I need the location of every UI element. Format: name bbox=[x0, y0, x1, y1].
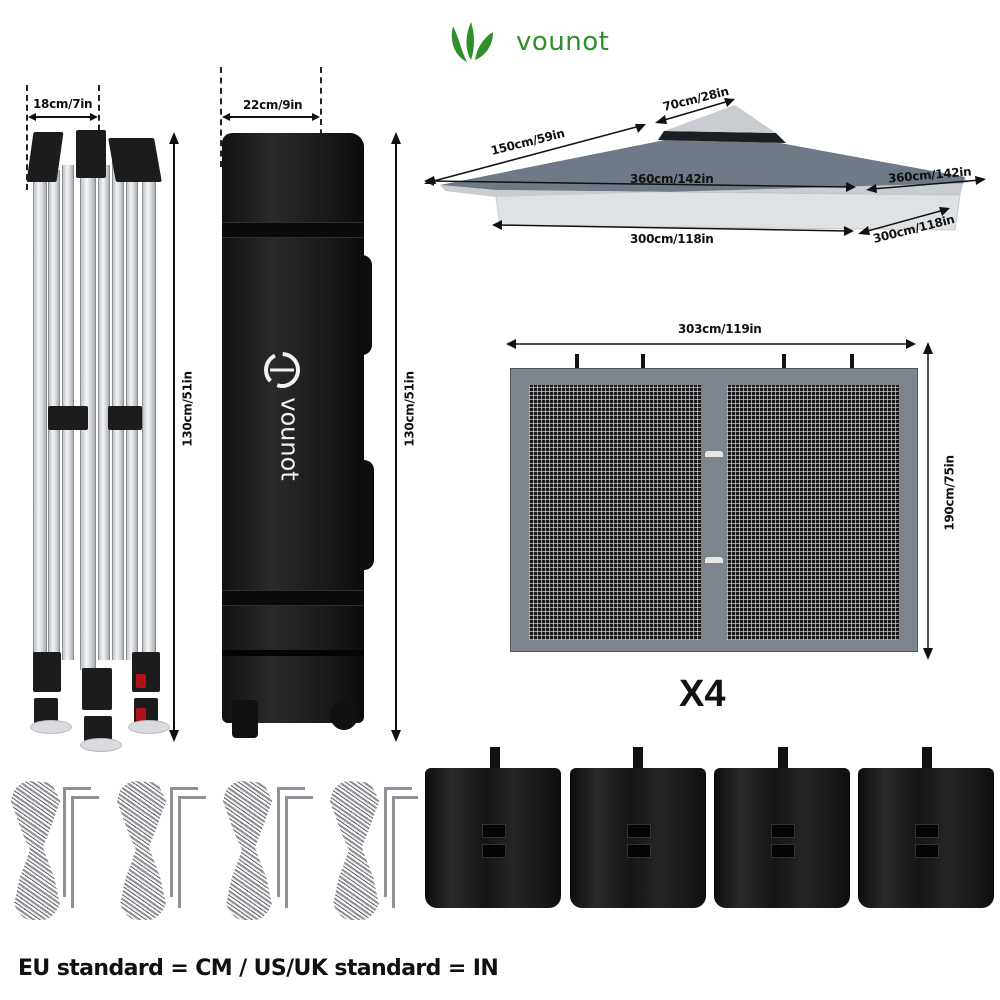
bag-handle[interactable] bbox=[358, 255, 372, 355]
rope-bundle-icon bbox=[116, 780, 170, 920]
top-vent-arrow bbox=[655, 98, 735, 124]
frame-width-label: 18cm/7in bbox=[33, 97, 93, 111]
bag-width-arrow bbox=[222, 113, 320, 121]
bag-height-label: 130cm/51in bbox=[402, 371, 417, 447]
sandbag-icon bbox=[714, 768, 850, 908]
sandbag-icon bbox=[858, 768, 994, 908]
base-width-front-label: 300cm/118in bbox=[630, 232, 714, 246]
sandbag-loop bbox=[915, 844, 939, 858]
bag-wheel bbox=[330, 700, 358, 730]
frame-bracket bbox=[48, 406, 88, 430]
stake-icon bbox=[178, 796, 206, 799]
frame-footplate bbox=[128, 720, 170, 734]
sidewall-quantity: X4 bbox=[679, 673, 726, 715]
stake-icon bbox=[384, 787, 387, 897]
frame-pole bbox=[142, 170, 156, 660]
sandbag-loop bbox=[627, 824, 651, 838]
sandbag-tab bbox=[922, 747, 932, 771]
stake-icon bbox=[392, 796, 418, 799]
bag-strap bbox=[222, 590, 364, 606]
bag-logo-icon bbox=[264, 352, 300, 388]
frame-pole bbox=[33, 160, 47, 660]
sidewall-width-arrow bbox=[506, 339, 916, 349]
rope-bundle-icon bbox=[222, 780, 276, 920]
frame-joint bbox=[76, 130, 106, 178]
roof-width-side-arrow bbox=[866, 176, 986, 193]
frame-bracket bbox=[108, 406, 142, 430]
stake-icon bbox=[71, 796, 74, 908]
sidewall-height-arrow bbox=[923, 342, 933, 660]
stake-icon bbox=[170, 787, 198, 790]
bag-handle[interactable] bbox=[358, 460, 374, 570]
velcro-tab bbox=[705, 557, 723, 563]
stake-icon bbox=[285, 796, 288, 908]
rope-bundle-icon bbox=[329, 780, 383, 920]
sidewall-hook bbox=[641, 354, 645, 368]
sidewall-hook bbox=[850, 354, 854, 368]
bag-wheel bbox=[232, 700, 258, 738]
bag-width-label: 22cm/9in bbox=[243, 98, 303, 112]
frame-width-arrow bbox=[28, 113, 98, 121]
sandbag-loop bbox=[482, 824, 506, 838]
sidewall-width-label: 303cm/119in bbox=[678, 322, 762, 336]
stake-icon bbox=[277, 787, 305, 790]
roof-width-front-arrow bbox=[424, 176, 856, 192]
sandbag-loop bbox=[771, 824, 795, 838]
sandbag-tab bbox=[778, 747, 788, 771]
frame-footplate bbox=[30, 720, 72, 734]
unit-standard-note: EU standard = CM / US/UK standard = IN bbox=[18, 956, 499, 981]
sandbag-icon bbox=[570, 768, 706, 908]
stake-icon bbox=[178, 796, 181, 908]
stake-icon bbox=[277, 787, 280, 897]
frame-leg-joint bbox=[82, 668, 112, 710]
frame-lock-clip bbox=[136, 674, 146, 688]
mesh-window-right bbox=[727, 385, 899, 640]
sandbag-icon bbox=[425, 768, 561, 908]
sidewall-hook bbox=[575, 354, 579, 368]
stake-icon bbox=[63, 787, 66, 897]
sidewall-hook bbox=[782, 354, 786, 368]
frame-lock-clip bbox=[136, 708, 146, 722]
sandbag-loop bbox=[482, 844, 506, 858]
leaf-logo-icon bbox=[451, 22, 493, 62]
frame-footplate bbox=[80, 738, 122, 752]
base-width-side-arrow bbox=[858, 207, 950, 235]
frame-leg-joint bbox=[33, 652, 61, 692]
stake-icon bbox=[392, 796, 395, 908]
sandbag-loop bbox=[771, 844, 795, 858]
frame-height-label: 130cm/51in bbox=[180, 371, 195, 447]
base-width-front-arrow bbox=[492, 220, 854, 236]
frame-joint bbox=[108, 138, 162, 182]
bag-width-guide-left bbox=[220, 67, 222, 167]
bag-height-arrow bbox=[391, 132, 401, 742]
sandbag-loop bbox=[627, 844, 651, 858]
bag-width-guide-right bbox=[320, 67, 322, 177]
frame-height-arrow bbox=[169, 132, 179, 742]
sandbag-loop bbox=[915, 824, 939, 838]
sidewall-height-label: 190cm/75in bbox=[942, 455, 957, 531]
sandbag-tab bbox=[490, 747, 500, 771]
stake-icon bbox=[384, 787, 412, 790]
stake-icon bbox=[71, 796, 99, 799]
sidewall-frame bbox=[510, 368, 918, 652]
roof-width-front-label: 360cm/142in bbox=[630, 172, 714, 186]
stake-icon bbox=[63, 787, 91, 790]
velcro-tab bbox=[705, 451, 723, 457]
brand-name: vounot bbox=[516, 27, 610, 57]
rope-bundle-icon bbox=[10, 780, 64, 920]
stake-icon bbox=[285, 796, 313, 799]
sandbag-tab bbox=[633, 747, 643, 771]
bag-strap bbox=[222, 222, 364, 238]
canopy-illustration bbox=[440, 105, 968, 231]
bag-seam bbox=[222, 650, 364, 656]
frame-width-guide-left bbox=[26, 85, 28, 190]
stake-icon bbox=[170, 787, 173, 897]
mesh-window-left bbox=[529, 385, 701, 640]
bag-brand-text: vounot bbox=[275, 397, 304, 481]
